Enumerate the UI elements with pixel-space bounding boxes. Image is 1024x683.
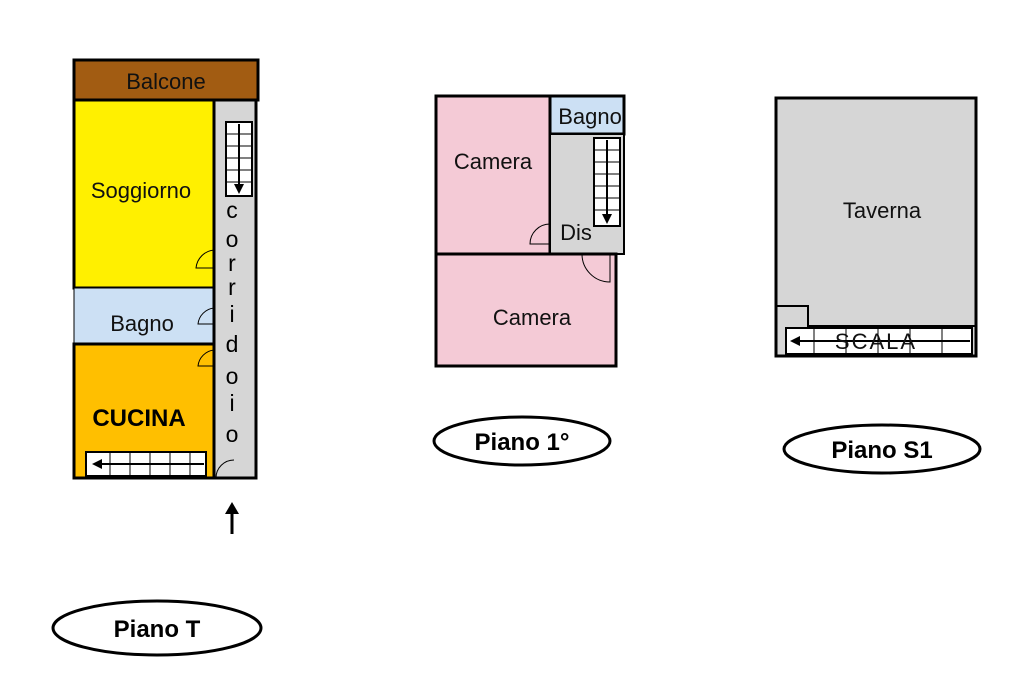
corridoio-letter: i	[229, 390, 234, 416]
camera-label-top: Camera	[454, 149, 533, 174]
cucina-label: CUCINA	[92, 405, 185, 432]
taverna-label: Taverna	[843, 198, 922, 223]
camera-room-bottom	[434, 252, 618, 368]
arrow-up-icon	[225, 502, 239, 534]
scala-wall	[776, 305, 976, 327]
corridoio-letter: r	[228, 250, 236, 276]
door-arc	[197, 349, 215, 367]
floor-label-oval	[432, 415, 612, 467]
floor-label-oval	[782, 423, 982, 475]
door-arc	[581, 253, 611, 283]
stairs-icon	[593, 137, 621, 227]
door-arc	[529, 223, 551, 245]
stairs-icon	[85, 451, 207, 477]
floor-label-oval	[51, 599, 263, 657]
camera-label-bottom: Camera	[493, 305, 572, 330]
balcone-label: Balcone	[126, 69, 206, 94]
floor-label-ground: Piano T	[114, 616, 201, 643]
door-arc	[215, 459, 235, 479]
corridoio-letters: c o r r i d o i o	[226, 197, 239, 447]
bagno-label-first: Bagno	[558, 104, 622, 129]
scala-label: SCALA	[835, 329, 917, 354]
basement-floor-plan: Taverna SCALA Piano S1	[774, 96, 982, 475]
door-arc	[195, 249, 215, 269]
camera-room-top	[434, 94, 552, 256]
stairs-icon	[785, 327, 973, 355]
corridoio-letter: o	[226, 226, 239, 252]
taverna-room	[774, 96, 978, 358]
floor-label-basement: Piano S1	[831, 437, 932, 464]
soggiorno-room	[72, 98, 216, 290]
corridoio-letter: d	[226, 331, 239, 357]
ground-floor-plan: Balcone Soggiorno Bagno CUCINA c o r r i…	[51, 58, 263, 657]
first-floor-plan: Camera Bagno Dis Camera Piano 1°	[432, 94, 626, 467]
soggiorno-label: Soggiorno	[91, 178, 191, 203]
bagno-room-ground	[73, 287, 215, 345]
bagno-label-ground: Bagno	[110, 311, 174, 336]
stairs-icon	[225, 121, 253, 197]
corridoio-letter: c	[226, 197, 238, 223]
floor-label-first: Piano 1°	[475, 429, 570, 456]
door-arc	[197, 307, 215, 325]
corridoio-letter: i	[229, 301, 234, 327]
dis-label: Dis	[560, 220, 592, 245]
corridoio-letter: o	[226, 421, 239, 447]
corridoio-letter: r	[228, 274, 236, 300]
corridoio-letter: o	[226, 363, 239, 389]
